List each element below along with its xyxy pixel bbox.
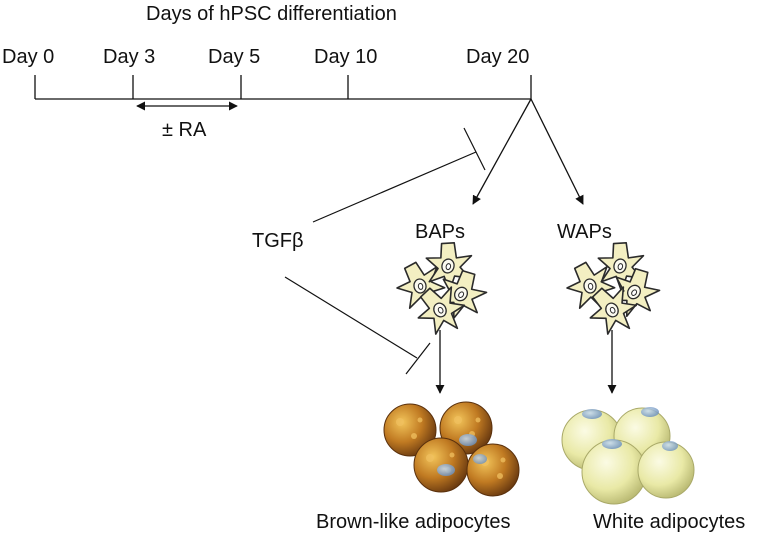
label-treatment: ± RA [162,119,207,141]
label-white-adipocytes: White adipocytes [593,511,746,533]
brown-adipocyte-cluster [383,401,520,497]
label-day-5: Day 5 [208,46,261,68]
label-day-20: Day 20 [466,46,530,68]
label-inhibitor: TGFβ [252,230,304,252]
arrow-to-baps [472,98,532,205]
label-day-10: Day 10 [314,46,378,68]
timeline [34,75,532,100]
label-day-3: Day 3 [103,46,156,68]
label-white-progenitors: WAPs [557,221,612,243]
label-brown-progenitors: BAPs [415,221,466,243]
white-progenitor-cluster [562,236,669,343]
label-brown-adipocytes: Brown-like adipocytes [316,511,511,533]
arrow-to-waps [530,98,584,205]
brown-progenitor-cluster [392,236,496,343]
diagram-title: Days of hPSC differentiation [146,3,397,25]
inhibition-top [312,127,486,223]
white-adipocyte-cluster [561,407,695,505]
inhibition-bottom [284,276,431,375]
label-day-0: Day 0 [2,46,55,68]
